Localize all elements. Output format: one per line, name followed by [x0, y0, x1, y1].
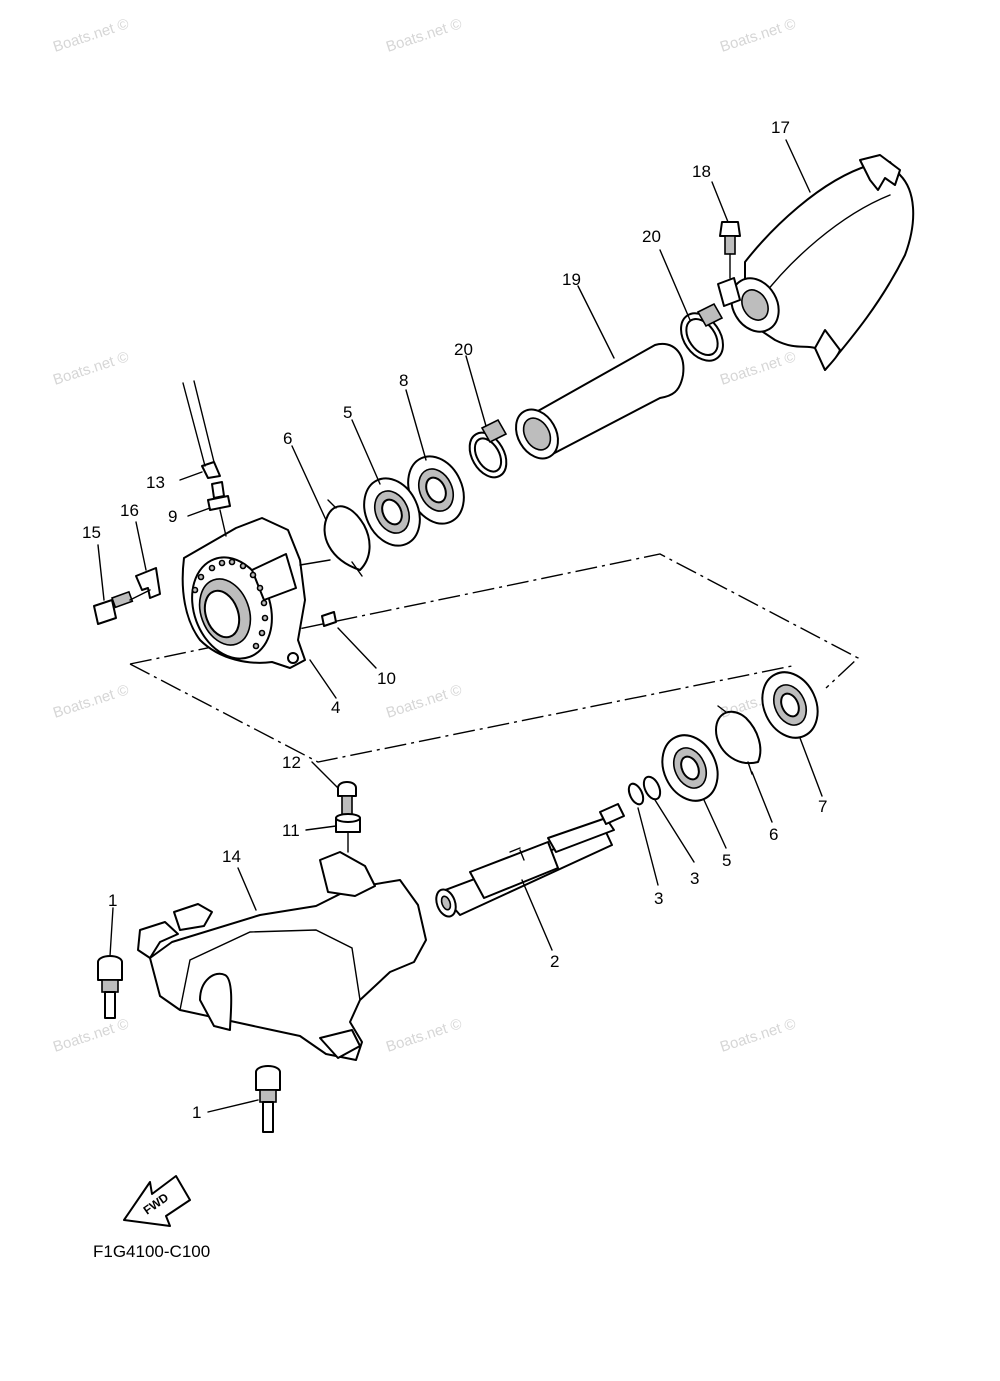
callout-15: 15 [82, 523, 101, 542]
watermark: Boats.net © [384, 681, 464, 721]
part-17-pump-cover [717, 154, 915, 371]
callout-4: 4 [331, 698, 340, 717]
part-6-circlip-upper [323, 499, 371, 577]
housing-bolt-holes [191, 558, 269, 650]
callouts: 17 18 20 19 20 8 5 6 13 9 16 15 10 4 12 … [82, 118, 827, 1122]
watermark: Boats.net © [718, 15, 798, 55]
figure-code: F1G4100-C100 [93, 1242, 210, 1261]
watermark: Boats.net © [384, 15, 464, 55]
fwd-arrow-icon: FWD [123, 1175, 191, 1227]
callout-16: 16 [120, 501, 139, 520]
watermark: Boats.net © [51, 15, 131, 55]
part-13-nipple [182, 380, 221, 479]
part-7-bearing [761, 671, 819, 739]
assembly-group-frame [129, 553, 860, 763]
callout-6: 6 [283, 429, 292, 448]
part-5-bearing-lower [661, 734, 719, 802]
part-14-housing [137, 851, 427, 1061]
callout-3: 3 [690, 869, 699, 888]
callout-5: 5 [722, 851, 731, 870]
part-18-bolt [719, 221, 741, 279]
watermark: Boats.net © [384, 1015, 464, 1055]
watermark: Boats.net © [718, 1015, 798, 1055]
watermark: Boats.net © [51, 681, 131, 721]
callout-7: 7 [818, 797, 827, 816]
callout-13: 13 [146, 473, 165, 492]
watermark: Boats.net © [51, 1015, 131, 1055]
part-20-hose-clamp-upper [680, 302, 724, 362]
part-1-grommet-lower [255, 1065, 281, 1133]
part-2-drive-shaft [435, 803, 625, 918]
callout-11: 11 [282, 821, 300, 840]
part-3-o-ring-a [627, 782, 645, 806]
callout-14: 14 [222, 847, 241, 866]
part-5-bearing-upper [363, 477, 421, 547]
callout-1: 1 [108, 891, 117, 910]
callout-2: 2 [550, 952, 559, 971]
callout-3: 3 [654, 889, 663, 908]
part-10-pin [321, 611, 337, 627]
callout-12: 12 [282, 753, 301, 772]
part-15-bolt [93, 589, 151, 625]
part-20-hose-clamp-lower [468, 418, 508, 479]
watermarks: Boats.net © Boats.net © Boats.net © Boat… [51, 15, 798, 1055]
part-11-collar [335, 813, 361, 853]
callout-5: 5 [343, 403, 352, 422]
part-9-fitting [207, 481, 231, 537]
part-8-bearing [407, 455, 465, 525]
callout-10: 10 [377, 669, 396, 688]
part-3-o-ring-b [642, 775, 662, 801]
callout-20: 20 [454, 340, 473, 359]
leader-lines [97, 139, 823, 1113]
callout-1: 1 [192, 1103, 201, 1122]
callout-19: 19 [562, 270, 581, 289]
watermark: Boats.net © [51, 348, 131, 388]
callout-6: 6 [769, 825, 778, 844]
callout-9: 9 [168, 507, 177, 526]
callout-8: 8 [399, 371, 408, 390]
part-19-hose [515, 342, 685, 460]
callout-20: 20 [642, 227, 661, 246]
part-16-plate [135, 567, 161, 599]
part-1-grommet-upper [97, 955, 123, 1019]
watermark: Boats.net © [718, 348, 798, 388]
callout-17: 17 [771, 118, 790, 137]
part-4-bearing-housing [181, 517, 331, 669]
callout-18: 18 [692, 162, 711, 181]
